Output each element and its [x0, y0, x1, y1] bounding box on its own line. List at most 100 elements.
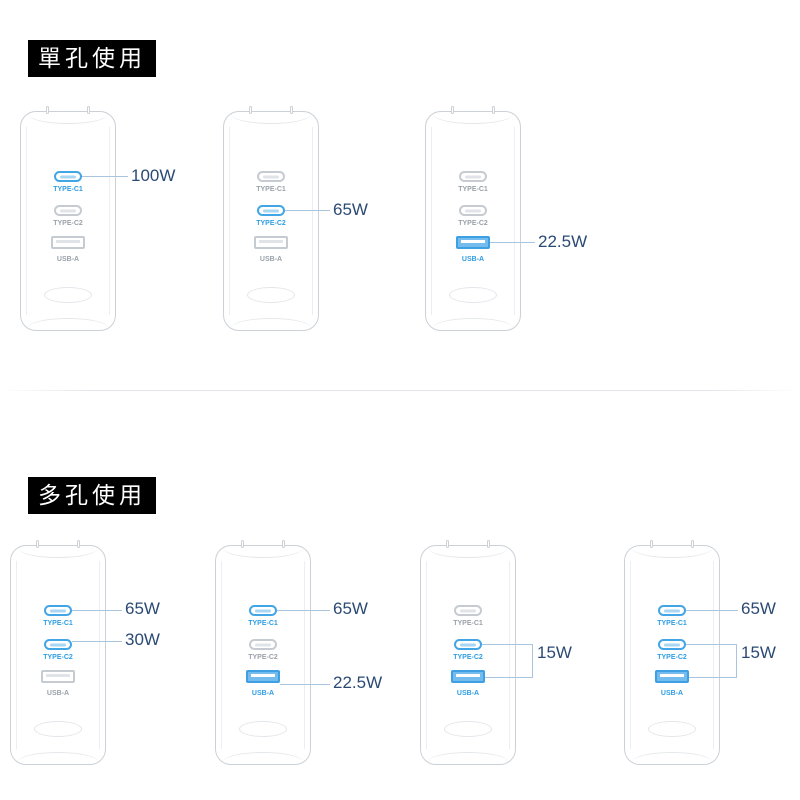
charger-body — [624, 545, 720, 765]
plug-prong-icon — [445, 540, 449, 548]
callout-bracket-line — [736, 644, 737, 678]
shell-seam-bottom — [28, 318, 108, 328]
indicator-oval — [247, 287, 295, 303]
type-c1-label: TYPE-C1 — [458, 186, 488, 193]
type-c2-label: TYPE-C2 — [458, 220, 488, 227]
callout-line — [686, 644, 736, 645]
charger-multi-2: TYPE-C1 TYPE-C2 USB-A — [215, 540, 311, 765]
shell-edge-right — [312, 127, 313, 315]
shell-edge-left — [431, 127, 432, 315]
type-c2-label: TYPE-C2 — [53, 220, 83, 227]
usb-a-label: USB-A — [461, 256, 485, 263]
type-c2-label: TYPE-C2 — [453, 654, 483, 661]
plug-prong-icon — [290, 106, 294, 114]
usb-a-label: USB-A — [660, 690, 684, 697]
usb-a-port — [41, 670, 75, 683]
plug-prong-icon — [487, 540, 491, 548]
shell-edge-left — [26, 127, 27, 315]
type-c2-port — [459, 205, 487, 216]
type-c2-port — [454, 639, 482, 650]
usb-a-label: USB-A — [56, 256, 80, 263]
type-c1-label: TYPE-C1 — [43, 620, 73, 627]
type-c2-port — [658, 639, 686, 650]
shell-edge-right — [304, 561, 305, 749]
type-c2-label: TYPE-C2 — [248, 654, 278, 661]
indicator-oval — [239, 721, 287, 737]
usb-a-port — [254, 236, 288, 249]
type-c2-label: TYPE-C2 — [657, 654, 687, 661]
callout-bracket-line — [532, 644, 533, 678]
usb-a-port — [655, 670, 689, 683]
shell-edge-left — [630, 561, 631, 749]
type-c1-port — [44, 605, 72, 616]
plug-prong-icon — [691, 540, 695, 548]
callout-line — [72, 641, 122, 642]
indicator-oval — [34, 721, 82, 737]
callout-line — [689, 677, 736, 678]
wattage-callout: 22.5W — [333, 673, 383, 692]
wattage-callout: 15W — [537, 643, 572, 662]
type-c1-label: TYPE-C1 — [53, 186, 83, 193]
type-c1-label: TYPE-C1 — [256, 186, 286, 193]
wattage-callout: 15W — [741, 643, 776, 662]
wattage-callout: 100W — [131, 166, 176, 185]
plug-prong-icon — [450, 106, 454, 114]
callout-line — [482, 644, 532, 645]
plug-prong-icon — [45, 106, 49, 114]
section-header-multi-port: 多孔使用 — [28, 477, 156, 515]
callout-line — [285, 210, 330, 211]
plug-prong-icon — [77, 540, 81, 548]
indicator-oval — [449, 287, 497, 303]
type-c1-port — [459, 171, 487, 182]
type-c2-label: TYPE-C2 — [43, 654, 73, 661]
type-c1-label: TYPE-C1 — [657, 620, 687, 627]
shell-edge-right — [713, 561, 714, 749]
usb-a-port — [456, 236, 490, 249]
charger-single-1: TYPE-C1 TYPE-C2 USB-A — [20, 106, 116, 331]
wattage-callout: 65W — [125, 599, 160, 618]
type-c1-port — [658, 605, 686, 616]
charger-single-2: TYPE-C1 TYPE-C2 USB-A — [223, 106, 319, 331]
wattage-callout: 65W — [333, 599, 368, 618]
plug-prong-icon — [240, 540, 244, 548]
wattage-callout: 30W — [125, 630, 160, 649]
wattage-callout: 65W — [333, 200, 368, 219]
usb-a-port — [246, 670, 280, 683]
usb-a-label: USB-A — [251, 690, 275, 697]
type-c2-port — [249, 639, 277, 650]
indicator-oval — [44, 287, 92, 303]
type-c1-label: TYPE-C1 — [453, 620, 483, 627]
type-c2-port — [257, 205, 285, 216]
type-c1-port — [54, 171, 82, 182]
callout-line — [490, 242, 535, 243]
indicator-oval — [444, 721, 492, 737]
plug-prong-icon — [649, 540, 653, 548]
usb-a-label: USB-A — [456, 690, 480, 697]
charger-multi-1: TYPE-C1 TYPE-C2 USB-A — [10, 540, 106, 765]
shell-seam-bottom — [428, 752, 508, 762]
callout-line — [280, 684, 330, 685]
shell-seam-bottom — [231, 318, 311, 328]
shell-seam-top — [28, 114, 108, 124]
charger-multi-4: TYPE-C1 TYPE-C2 USB-A — [624, 540, 720, 765]
shell-seam-top — [428, 548, 508, 558]
shell-seam-top — [632, 548, 712, 558]
shell-seam-top — [18, 548, 98, 558]
section-divider — [0, 390, 800, 391]
type-c1-label: TYPE-C1 — [248, 620, 278, 627]
wattage-callout: 22.5W — [538, 232, 588, 251]
shell-seam-bottom — [223, 752, 303, 762]
indicator-oval — [648, 721, 696, 737]
type-c1-port — [249, 605, 277, 616]
shell-seam-top — [231, 114, 311, 124]
plug-prong-icon — [282, 540, 286, 548]
plug-prong-icon — [492, 106, 496, 114]
callout-line — [72, 610, 122, 611]
usb-a-port — [451, 670, 485, 683]
plug-prong-icon — [248, 106, 252, 114]
type-c1-port — [454, 605, 482, 616]
type-c2-port — [54, 205, 82, 216]
wattage-callout: 65W — [741, 599, 776, 618]
charger-multi-3: TYPE-C1 TYPE-C2 USB-A — [420, 540, 516, 765]
